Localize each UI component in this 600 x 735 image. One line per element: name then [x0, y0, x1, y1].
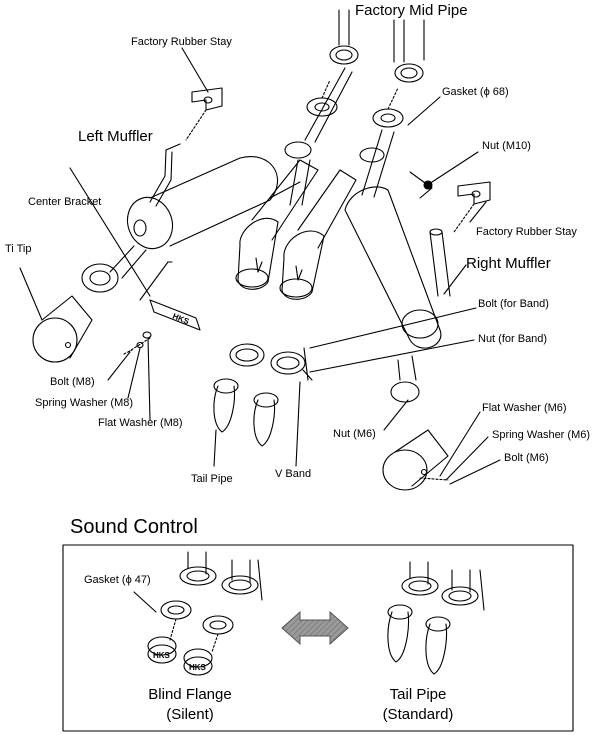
label-spring-washer-m6: Spring Washer (M6): [492, 429, 591, 441]
label-bolt-m6: Bolt (M6): [504, 452, 549, 464]
label-ti-tip: Ti Tip: [5, 243, 32, 255]
label-nut-m10: Nut (M10): [482, 140, 531, 152]
label-right-muffler: Right Muffler: [466, 255, 551, 272]
label-flat-washer-m8: Flat Washer (M8): [98, 417, 183, 429]
label-nut-m6: Nut (M6): [333, 428, 376, 440]
sound-control-frame: [62, 544, 574, 732]
label-gasket-47: Gasket (ϕ 47): [84, 574, 151, 586]
silent-assembly: [133, 551, 263, 676]
bracket-logo: HKS: [171, 312, 191, 327]
ti-tip: [32, 295, 93, 363]
label-v-band: V Band: [275, 468, 312, 480]
label-flat-washer-m6: Flat Washer (M6): [482, 402, 567, 414]
center-bracket: [139, 261, 201, 331]
factory-rubber-stay-right: [453, 181, 491, 233]
label-center-bracket: Center Bracket: [28, 196, 102, 208]
label-factory-rubber-stay-right: Factory Rubber Stay: [476, 226, 577, 238]
swap-arrow-icon: [281, 610, 349, 646]
factory-rubber-stay-left: [185, 87, 223, 141]
label-gasket-68: Gasket (ϕ 68): [442, 86, 509, 98]
label-tail-pipe: Tail Pipe: [191, 473, 233, 485]
nut-m10: [409, 171, 433, 199]
tail-pipe: [213, 378, 279, 447]
flange-logo: HKS: [153, 651, 171, 660]
standard-assembly: [387, 561, 485, 675]
caption-tail-pipe: Tail Pipe: [389, 686, 447, 703]
bolt-m8-set: [123, 331, 152, 355]
flange-logo: HKS: [189, 663, 207, 672]
v-band: [229, 343, 313, 381]
leader-lines: [19, 47, 501, 485]
label-bolt-m8: Bolt (M8): [50, 376, 95, 388]
label-factory-mid-pipe: Factory Mid Pipe: [355, 2, 468, 19]
sound-control-title: Sound Control: [70, 516, 198, 538]
label-bolt-for-band: Bolt (for Band): [478, 298, 549, 310]
label-left-muffler: Left Muffler: [78, 128, 153, 145]
label-nut-for-band: Nut (for Band): [478, 333, 548, 345]
caption-silent: (Silent): [166, 706, 214, 723]
caption-blind-flange: Blind Flange: [148, 686, 232, 703]
label-factory-rubber-stay-top: Factory Rubber Stay: [131, 36, 232, 48]
right-muffler: [344, 186, 451, 403]
label-spring-washer-m8: Spring Washer (M8): [35, 397, 134, 409]
caption-standard: (Standard): [382, 706, 454, 723]
ti-tip-right: [382, 429, 449, 491]
factory-mid-pipe: [284, 9, 425, 159]
center-pipes: [235, 159, 357, 300]
left-muffler: [81, 143, 301, 293]
gasket-68: [306, 79, 404, 128]
